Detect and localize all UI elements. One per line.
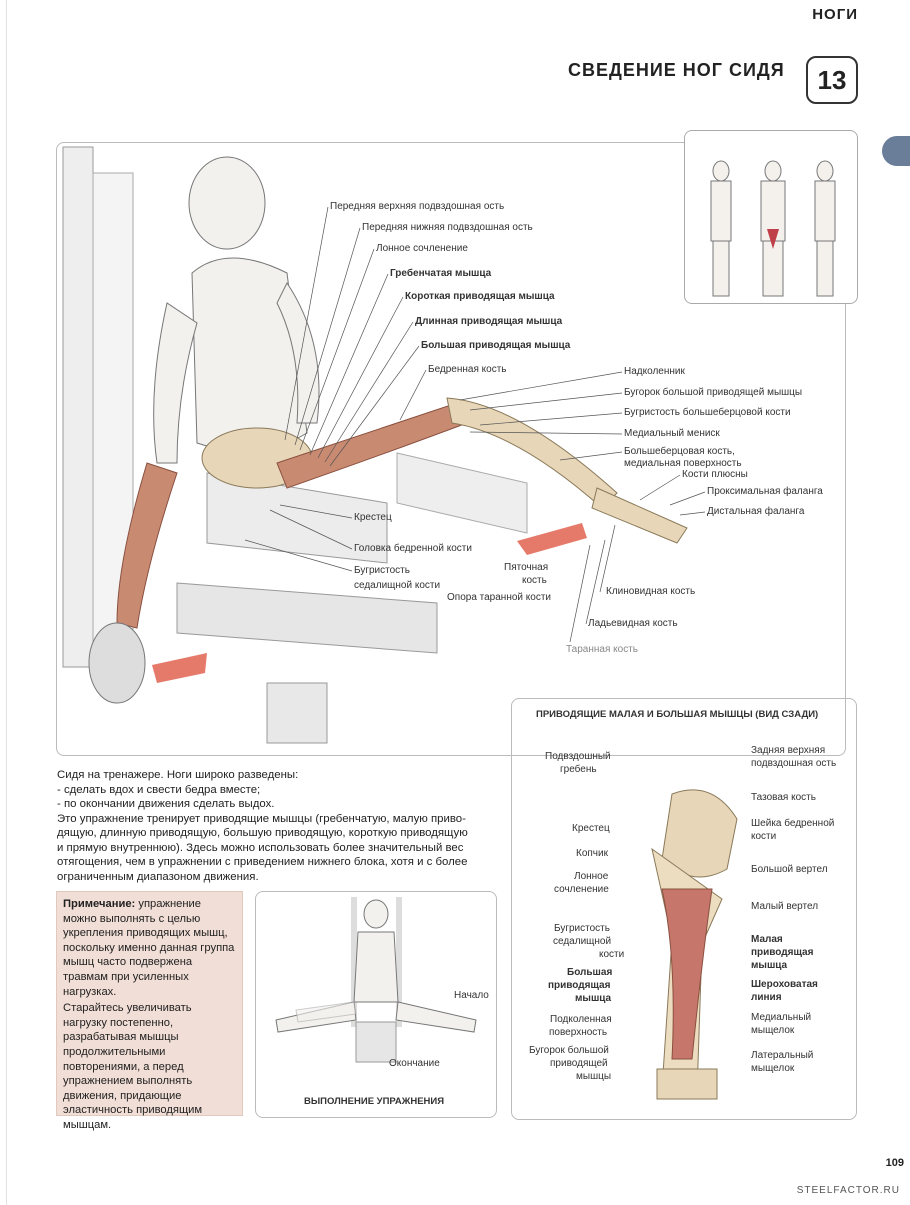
desc-line: Сидя на тренажере. Ноги широко разведены… [57,769,299,781]
back-label: мышцы [576,1071,611,1082]
back-label: кости [599,949,625,960]
label-proximal-phalanx: Проксимальная фаланга [707,486,823,497]
desc-line: Это упражнение тренирует приводящие мышц… [57,812,466,825]
label-ischial-tuberosity-2: седалищной кости [354,580,441,591]
back-label: Копчик [576,848,608,859]
main-illustration [56,142,846,756]
label-cuneiform: Клиновидная кость [606,586,696,597]
back-label: мышца [751,960,788,971]
label-medial-meniscus: Медиальный мениск [624,428,720,439]
back-label: Медиальный [751,1012,812,1023]
desc-line: - сделать вдох и свести бедра вместе; [57,783,261,796]
desc-line: ограниченным диапазоном движения. [57,870,259,883]
execution-drawing [275,897,477,1063]
back-label: Малая [751,934,783,945]
back-label: подвздошная ость [751,758,837,769]
back-label: Подколенная [550,1014,612,1025]
exercise-description: Сидя на тренажере. Ноги широко разведены… [57,768,497,884]
desc-line: дящую, длинную приводящую, большую приво… [57,827,468,839]
back-label: Тазовая кость [751,792,816,803]
label-metatarsals: Кости плюсны [682,469,748,480]
back-label: Бугорок большой [529,1045,609,1056]
back-label: гребень [560,764,597,775]
leader-lines [244,206,706,643]
back-label: Лонное [574,871,609,882]
back-label: приводящей [550,1058,608,1069]
back-label: Большой вертел [751,864,828,875]
desc-line: отягощения, чем в упражнении с приведени… [57,856,468,868]
back-label: Шейка бедренной [751,818,835,829]
back-label: Латеральный [751,1050,814,1061]
label-tibial-tuberosity: Бугристость большеберцовой кости [624,407,791,418]
back-label: Подвздошный [545,751,611,762]
label-pubic-symphysis: Лонное сочленение [376,243,468,254]
back-label: линия [751,992,782,1003]
back-label: кости [751,831,777,842]
back-label: поверхность [549,1027,608,1038]
margin-line [6,0,7,1205]
back-view-box: ПРИВОДЯЩИЕ МАЛАЯ И БОЛЬШАЯ МЫШЦЫ (ВИД СЗ… [511,698,857,1120]
back-label: Большая [567,967,613,978]
page-number: 109 [885,1157,904,1169]
back-label: Шероховатая [751,979,818,990]
label-sacrum: Крестец [354,512,392,523]
back-label: Бугристость [554,923,610,934]
back-view-drawing [651,789,738,1100]
label-tibia-2: медиальная поверхность [624,458,742,469]
label-tibia: Большеберцовая кость, [624,446,735,457]
label-adductor-magnus: Большая приводящая мышца [421,340,571,351]
note-heading: Примечание: [63,898,136,910]
label-adductor-brevis: Короткая приводящая мышца [405,291,555,302]
label-distal-phalanx: Дистальная фаланга [707,506,805,517]
note-text-2: Старайтесь увеличивать нагрузку постепен… [63,1002,203,1131]
desc-line: и прямую внутреннюю). Здесь можно исполь… [57,841,464,854]
section-title: НОГИ [812,6,858,23]
label-talus: Таранная кость [566,644,638,655]
label-asis: Передняя верхняя подвздошная ость [330,201,505,212]
label-adductor-longus: Длинная приводящая мышца [415,316,563,327]
back-label: приводящая [751,947,814,958]
back-label: мышца [575,993,612,1004]
label-navicular: Ладьевидная кость [588,618,678,629]
label-pectineus: Гребенчатая мышца [390,268,492,279]
desc-line: - по окончании движения сделать выдох. [57,798,275,810]
label-adductor-tubercle: Бугорок большой приводящей мышцы [624,387,803,398]
back-label: приводящая [548,980,611,991]
label-aiis: Передняя нижняя подвздошная ость [362,222,533,233]
exec-title: ВЫПОЛНЕНИЕ УПРАЖНЕНИЯ [304,1096,445,1107]
page-title: СВЕДЕНИЕ НОГ СИДЯ [568,60,785,80]
back-label: седалищной [553,936,612,947]
back-label: мыщелок [751,1025,795,1036]
back-label: Малый вертел [751,901,819,912]
site-watermark: STEELFACTOR.RU [796,1185,900,1196]
label-femoral-head: Головка бедренной кости [354,543,472,554]
back-label: Задняя верхняя [751,745,826,756]
label-ischial-tuberosity: Бугристость [354,565,410,576]
exec-end-label: Окончание [389,1058,440,1069]
note-text-1: упражнение можно выполнять с целью укреп… [63,898,235,998]
label-sustentaculum: Опора таранной кости [447,592,551,603]
back-label: мыщелок [751,1063,795,1074]
main-figure-drawing [62,146,688,744]
back-label: сочленение [554,884,609,895]
back-label: Крестец [572,823,610,834]
exec-start-label: Начало [454,990,489,1001]
label-femur: Бедренная кость [428,364,507,375]
label-calcaneus-2: кость [522,575,547,586]
label-calcaneus: Пяточная [504,562,549,573]
exercise-number: 13 [806,56,858,104]
execution-illustration: Начало Окончание ВЫПОЛНЕНИЕ УПРАЖНЕНИЯ [255,891,497,1118]
label-patella: Надколенник [624,366,685,377]
section-tab [882,136,910,166]
note-box: Примечание: упражнение можно выполнять с… [56,891,243,1131]
back-view-title: ПРИВОДЯЩИЕ МАЛАЯ И БОЛЬШАЯ МЫШЦЫ (ВИД СЗ… [536,709,819,720]
muscle-map-thumbnail [684,130,858,304]
muscle-figures-drawing [710,160,836,297]
